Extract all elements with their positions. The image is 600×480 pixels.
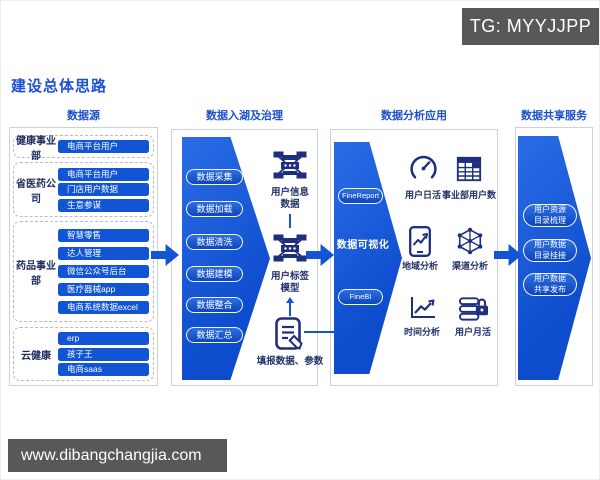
source-item: erp xyxy=(58,332,149,346)
lake-step: 数据建模 xyxy=(186,266,243,282)
share-service-pill: 用户数据共享发布 xyxy=(523,273,577,296)
source-group-label: 云健康 xyxy=(21,350,51,362)
share-service-pill: 用户数据目录挂接 xyxy=(523,239,577,262)
page-title: 建设总体思路 xyxy=(11,78,108,95)
share-service-pill: 用户资源目录梳理 xyxy=(523,204,577,227)
lake-column-box: 数据采集 数据加载 数据清洗 数据建模 数据整合 数据汇总 用户 xyxy=(171,129,323,386)
source-item: 门店用户数据 xyxy=(58,183,149,196)
site-watermark-text: www.dibangchangjia.com xyxy=(21,446,202,464)
gauge-icon xyxy=(409,154,438,188)
source-item: 达人管理 xyxy=(58,247,149,260)
column-header-analysis: 数据分析应用 xyxy=(381,110,447,122)
source-column-box: 健康事业部 电商平台用户 省医药公司 电商平台用户 门店用户数据 生意参谋 药品… xyxy=(9,127,158,386)
table-icon xyxy=(455,155,483,188)
tool-pill-finereport: FineReport xyxy=(338,188,383,204)
data-platform-icon xyxy=(272,146,308,189)
artifact-label: 用户信息数据 xyxy=(270,187,309,211)
source-group-pills: 智慧零售 达人管理 微信公众号后台 医疗器械app 电商系统数据excel xyxy=(58,222,153,321)
source-group-label: 药品事业部 xyxy=(16,260,56,287)
artifact-label: 填报数据、参数 xyxy=(256,356,324,367)
lake-process-arrow-shape: 数据采集 数据加载 数据清洗 数据建模 数据整合 数据汇总 xyxy=(182,137,270,380)
tg-watermark-badge: TG: MYYJJPP xyxy=(462,8,599,45)
source-item: 生意参谋 xyxy=(58,198,149,212)
source-group-pills: 电商平台用户 xyxy=(58,136,153,157)
share-column-box: 用户资源目录梳理 用户数据目录挂接 用户数据共享发布 xyxy=(515,127,593,386)
column-header-source: 数据源 xyxy=(67,110,100,122)
tool-pill-finebi: FineBI xyxy=(338,289,383,305)
analysis-column-box: FineReport 数据可视化 FineBI 用户日活 xyxy=(330,129,498,386)
share-service-label: 用户数据目录挂接 xyxy=(534,240,566,260)
source-item: 电商平台用户 xyxy=(58,167,149,181)
share-service-label: 用户资源目录梳理 xyxy=(534,205,566,225)
source-group-label: 健康事业部 xyxy=(16,135,56,162)
connector-line xyxy=(289,302,291,316)
network-icon xyxy=(456,227,484,260)
share-arrow-shape: 用户资源目录梳理 用户数据目录挂接 用户数据共享发布 xyxy=(518,136,591,380)
visualization-label: 数据可视化 xyxy=(336,240,390,251)
lake-step: 数据采集 xyxy=(186,169,243,185)
lake-step: 数据整合 xyxy=(186,297,243,313)
source-item: 医疗器械app xyxy=(58,283,149,296)
source-item: 孩子王 xyxy=(58,347,149,361)
app-label: 时间分析 xyxy=(403,327,440,337)
column-header-lake: 数据入湖及治理 xyxy=(206,110,283,122)
source-group-drug-dept: 药品事业部 智慧零售 达人管理 微信公众号后台 医疗器械app 电商系统数据ex… xyxy=(13,221,154,322)
app-label: 用户日活 xyxy=(404,190,441,200)
site-watermark-badge: www.dibangchangjia.com xyxy=(8,439,227,472)
source-item: 电商系统数据excel xyxy=(58,301,149,314)
source-group-label: 省医药公司 xyxy=(16,178,56,205)
source-group-health: 健康事业部 电商平台用户 xyxy=(13,135,154,162)
database-lock-icon xyxy=(458,294,489,327)
lake-step: 数据清洗 xyxy=(186,234,243,250)
source-item: 电商saas xyxy=(58,362,149,376)
connector-line-horizontal xyxy=(304,331,338,333)
source-item: 智慧零售 xyxy=(58,229,149,242)
analysis-viz-arrow-shape: FineReport 数据可视化 FineBI xyxy=(334,142,402,374)
app-label: 渠道分析 xyxy=(451,261,488,271)
source-item: 微信公众号后台 xyxy=(58,265,149,278)
app-label: 地域分析 xyxy=(401,261,438,271)
source-item: 电商平台用户 xyxy=(58,140,149,153)
connector-up-arrowhead xyxy=(286,297,294,303)
app-label: 用户月活 xyxy=(454,327,491,337)
tg-watermark-text: TG: MYYJJPP xyxy=(469,16,592,36)
app-label: 事业部用户数 xyxy=(441,190,496,200)
data-platform-icon xyxy=(272,229,308,272)
phone-chart-icon xyxy=(408,225,432,263)
source-group-pills: erp 孩子王 电商saas xyxy=(58,328,153,380)
source-group-pills: 电商平台用户 门店用户数据 生意参谋 xyxy=(58,163,153,216)
source-group-pharma-co: 省医药公司 电商平台用户 门店用户数据 生意参谋 xyxy=(13,162,154,217)
column-header-share: 数据共享服务 xyxy=(521,110,587,122)
artifact-label: 用户标签模型 xyxy=(270,271,309,295)
share-service-label: 用户数据共享发布 xyxy=(534,274,566,294)
line-chart-icon xyxy=(408,295,438,326)
lake-step: 数据加载 xyxy=(186,201,243,217)
source-group-cloud-health: 云健康 erp 孩子王 电商saas xyxy=(13,327,154,381)
form-pen-icon xyxy=(274,316,308,358)
connector-line xyxy=(289,214,291,228)
lake-step: 数据汇总 xyxy=(186,327,243,343)
